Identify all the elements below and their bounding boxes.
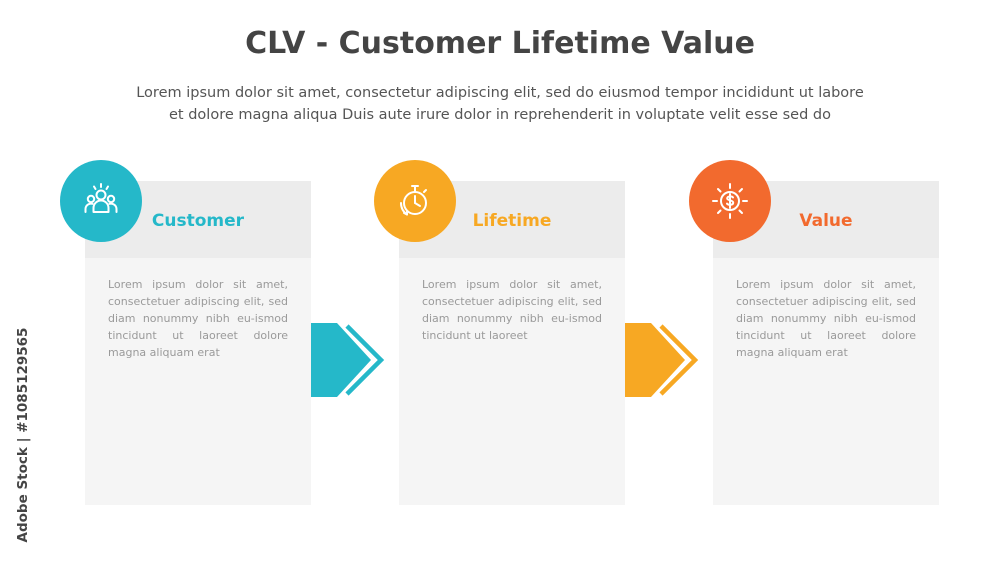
lifetime-circle: [374, 160, 456, 242]
subtitle-line-2: et dolore magna aliqua Duis aute irure d…: [169, 107, 831, 123]
step-card-customer: Customer Lorem ipsum dolor sit amet, con…: [85, 181, 311, 505]
step-text-lifetime: Lorem ipsum dolor sit amet, consectetuer…: [422, 278, 602, 342]
arrow-right-icon: [625, 323, 699, 397]
step-title-value: Value: [799, 211, 853, 231]
dollar-coin-icon: [712, 183, 748, 219]
subtitle: Lorem ipsum dolor sit amet, consectetur …: [40, 82, 960, 126]
side-caption: Adobe Stock | #1085129565: [13, 320, 33, 550]
page-title: CLV - Customer Lifetime Value: [245, 26, 755, 61]
value-circle: [689, 160, 771, 242]
stopwatch-icon: [399, 185, 427, 216]
side-caption-text: Adobe Stock | #1085129565: [15, 327, 31, 543]
customer-circle: [60, 160, 142, 242]
step-text-customer: Lorem ipsum dolor sit amet, consectetuer…: [108, 278, 288, 359]
subtitle-line-1: Lorem ipsum dolor sit amet, consectetur …: [136, 85, 864, 101]
step-title-customer: Customer: [151, 211, 245, 231]
step-text-value: Lorem ipsum dolor sit amet, consectetuer…: [736, 278, 916, 359]
arrow-right-icon: [311, 323, 385, 397]
people-group-icon: [84, 183, 118, 213]
step-title-lifetime: Lifetime: [472, 211, 552, 231]
